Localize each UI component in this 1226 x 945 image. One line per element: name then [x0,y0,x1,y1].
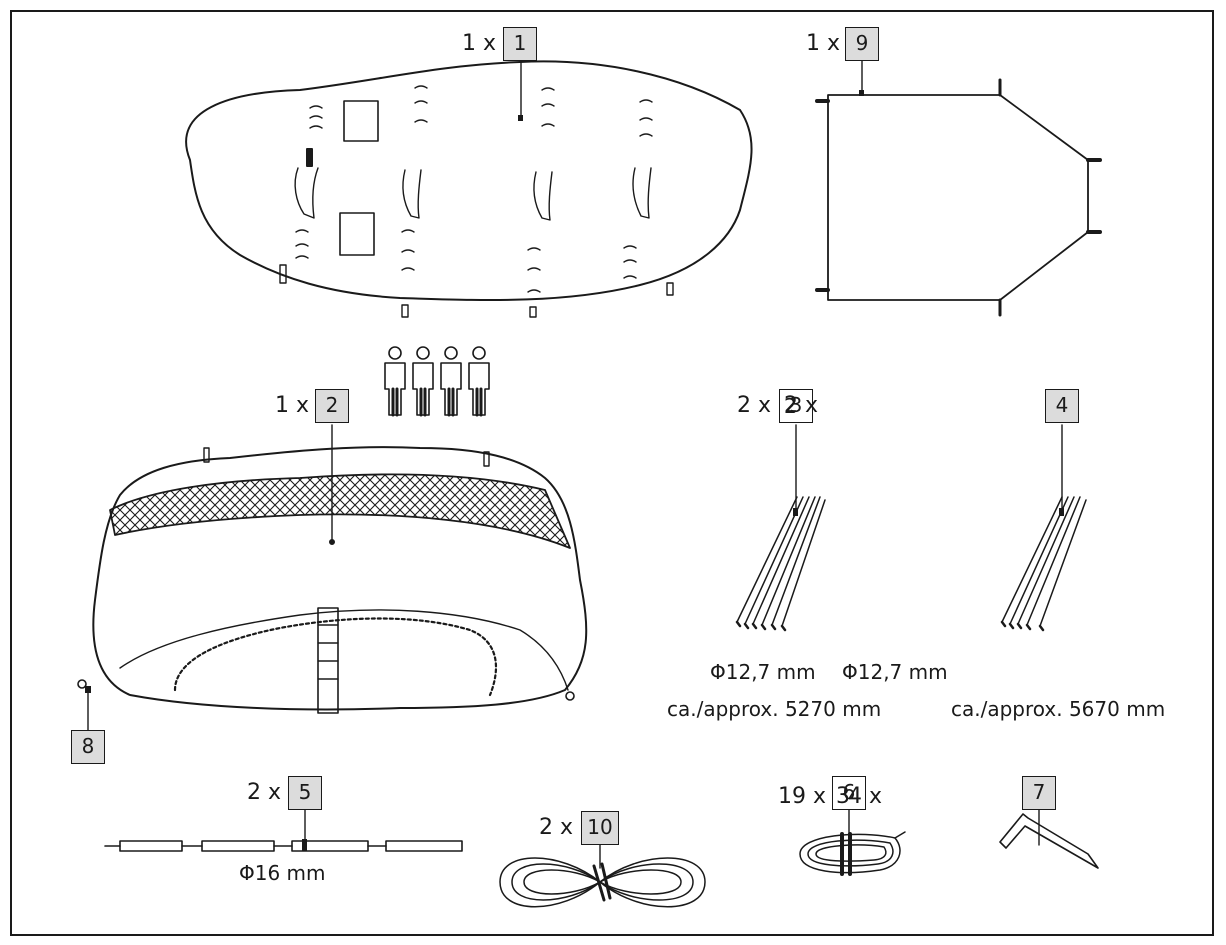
part-7-label: 7 [1022,776,1056,810]
part-1-quantity: 1 x [462,31,497,56]
part-6-label: 6 [832,776,866,810]
part-9-groundsheet-drawing [815,78,1102,317]
part-7-peg-drawing [999,813,1099,869]
part-6-label-overlap: 3 [836,784,850,809]
part-3-label: 3 [779,389,813,423]
part-6-cord-drawing [799,831,906,876]
part-10-label: 10 [581,811,619,845]
part-2-quantity: 1 x [275,393,310,418]
part-8-label: 8 [71,730,105,764]
part-5-quantity: 2 x [247,780,282,805]
part-1-label: 1 [503,27,537,61]
part-3-quantity-overlap: 2 x [784,393,819,418]
part-4-length: ca./approx. 5670 mm [951,697,1166,721]
part-3-diameter: Φ12,7 mm [710,660,816,684]
four-persons-icon [384,346,490,417]
part-3-quantity: 2 x [737,393,772,418]
part-3-length: ca./approx. 5270 mm [667,697,882,721]
part-10-guy-rope-drawing [499,857,706,908]
part-2-label: 2 [315,389,349,423]
leader-lines [87,59,1063,869]
part-5-pole-drawing [104,839,463,852]
part-2-inner-tent-drawing [77,446,588,714]
part-4-poles-drawing [1000,496,1087,632]
part-3-label-overlap: 2 [784,394,797,418]
part-10-quantity: 2 x [539,815,574,840]
part-9-quantity: 1 x [806,31,841,56]
part-9-label: 9 [845,27,879,61]
diagram-frame [10,10,1214,936]
part-1-canopy-drawing [185,60,753,318]
part-3-poles-drawing [735,496,826,632]
part-4-label: 4 [1045,389,1079,423]
part-6-quantity-overlap: 4 x [848,784,883,809]
part-6-quantity: 19 x [778,784,827,809]
part-4-diameter: Φ12,7 mm [842,660,948,684]
part-5-label: 5 [288,776,322,810]
part-5-diameter: Φ16 mm [239,861,326,885]
